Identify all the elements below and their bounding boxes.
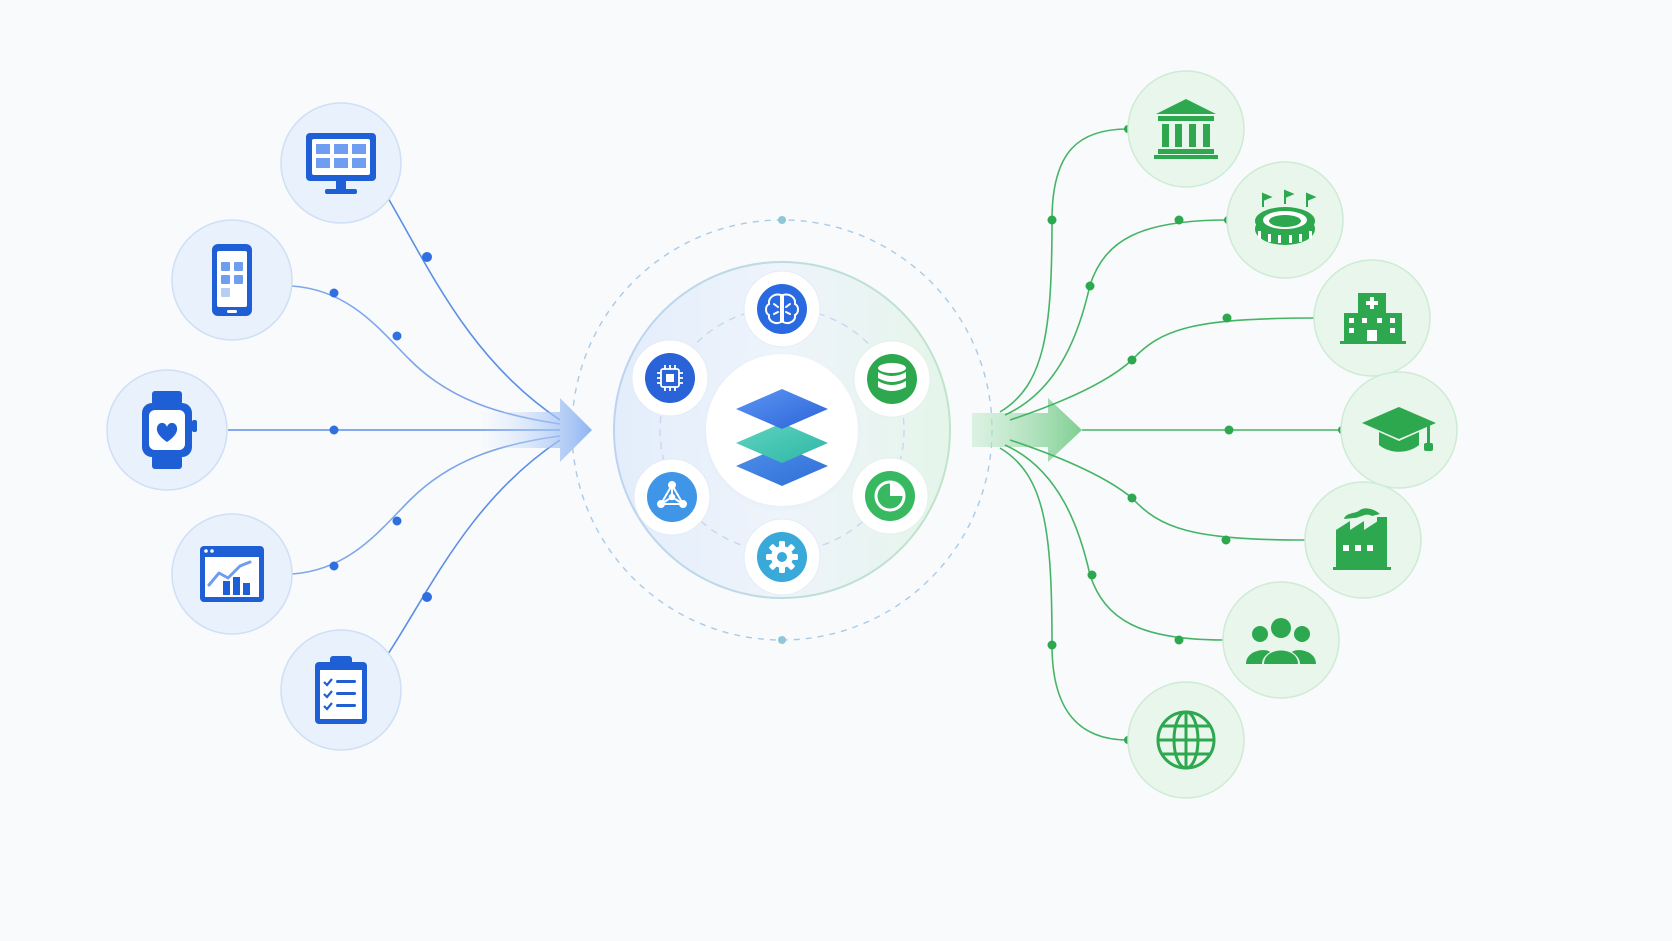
connector-stadium [1004, 219, 1229, 416]
input-node-analytics[interactable] [171, 513, 293, 635]
connector-dot [329, 288, 339, 298]
clipboard-checklist-icon [315, 656, 367, 724]
government-building-icon [1154, 99, 1218, 159]
output-flow-arrow [972, 398, 1082, 462]
connector-analytics [291, 435, 561, 575]
output-node-factory[interactable] [1304, 481, 1422, 599]
brain-icon [765, 293, 799, 325]
hub-satellite-pie[interactable] [851, 457, 929, 535]
network-graph-icon [657, 481, 687, 508]
hub-satellite-network[interactable] [633, 458, 711, 536]
input-node-checklist[interactable] [280, 629, 402, 751]
hub-ring-node [778, 216, 786, 224]
input-connector-dots [329, 252, 432, 602]
database-icon [878, 363, 906, 391]
connector-dot [1127, 493, 1137, 503]
connector-dot [329, 561, 339, 571]
connector-government [999, 128, 1129, 413]
connector-global [999, 447, 1129, 741]
connector-dot [392, 516, 402, 526]
connector-dot [422, 252, 432, 262]
hub-satellite-brain[interactable] [743, 270, 821, 348]
cpu-chip-icon [657, 365, 683, 391]
monitor-dashboard-icon [306, 133, 376, 194]
connector-dot [1221, 535, 1231, 545]
input-node-monitor[interactable] [280, 102, 402, 224]
connector-dot [1087, 570, 1097, 580]
connector-dot [422, 592, 432, 602]
connector-dot [1085, 281, 1095, 291]
output-node-hospital[interactable] [1313, 259, 1431, 377]
graduation-cap-icon [1362, 407, 1436, 452]
connector-dot [1224, 425, 1234, 435]
factory-icon [1333, 508, 1391, 570]
connector-hospital [1009, 317, 1317, 421]
connector-dot [1174, 215, 1184, 225]
connector-community [1004, 444, 1225, 641]
pie-chart-icon [874, 480, 906, 512]
layers-stack-icon [736, 389, 828, 486]
connector-dot [1174, 635, 1184, 645]
analytics-chart-icon [200, 546, 264, 602]
connector-dot [1222, 313, 1232, 323]
mobile-app-icon [212, 244, 252, 316]
central-hub [571, 216, 993, 644]
globe-icon [1156, 710, 1216, 770]
output-node-government[interactable] [1127, 70, 1245, 188]
output-node-education[interactable] [1340, 371, 1458, 489]
gear-icon [766, 541, 798, 573]
connector-dot [1127, 355, 1137, 365]
connector-mobile [291, 285, 561, 425]
connector-checklist [387, 439, 561, 655]
hub-satellite-chip[interactable] [631, 339, 709, 417]
connector-dot [392, 331, 402, 341]
output-node-global[interactable] [1127, 681, 1245, 799]
hub-ring-node [778, 636, 786, 644]
hub-satellite-settings[interactable] [743, 518, 821, 596]
stadium-icon [1255, 189, 1317, 245]
connector-dot [1047, 215, 1057, 225]
people-group-icon [1246, 618, 1316, 664]
hub-satellite-database[interactable] [853, 340, 931, 418]
connector-dot [329, 425, 339, 435]
input-flow-arrow [480, 398, 592, 462]
output-node-community[interactable] [1222, 581, 1340, 699]
output-node-stadium[interactable] [1226, 161, 1344, 279]
connector-dot [1047, 640, 1057, 650]
smartwatch-heart-icon [142, 391, 197, 469]
input-node-mobile[interactable] [171, 219, 293, 341]
hospital-icon [1340, 293, 1406, 344]
input-node-smartwatch[interactable] [106, 369, 228, 491]
connector-monitor [387, 197, 561, 421]
